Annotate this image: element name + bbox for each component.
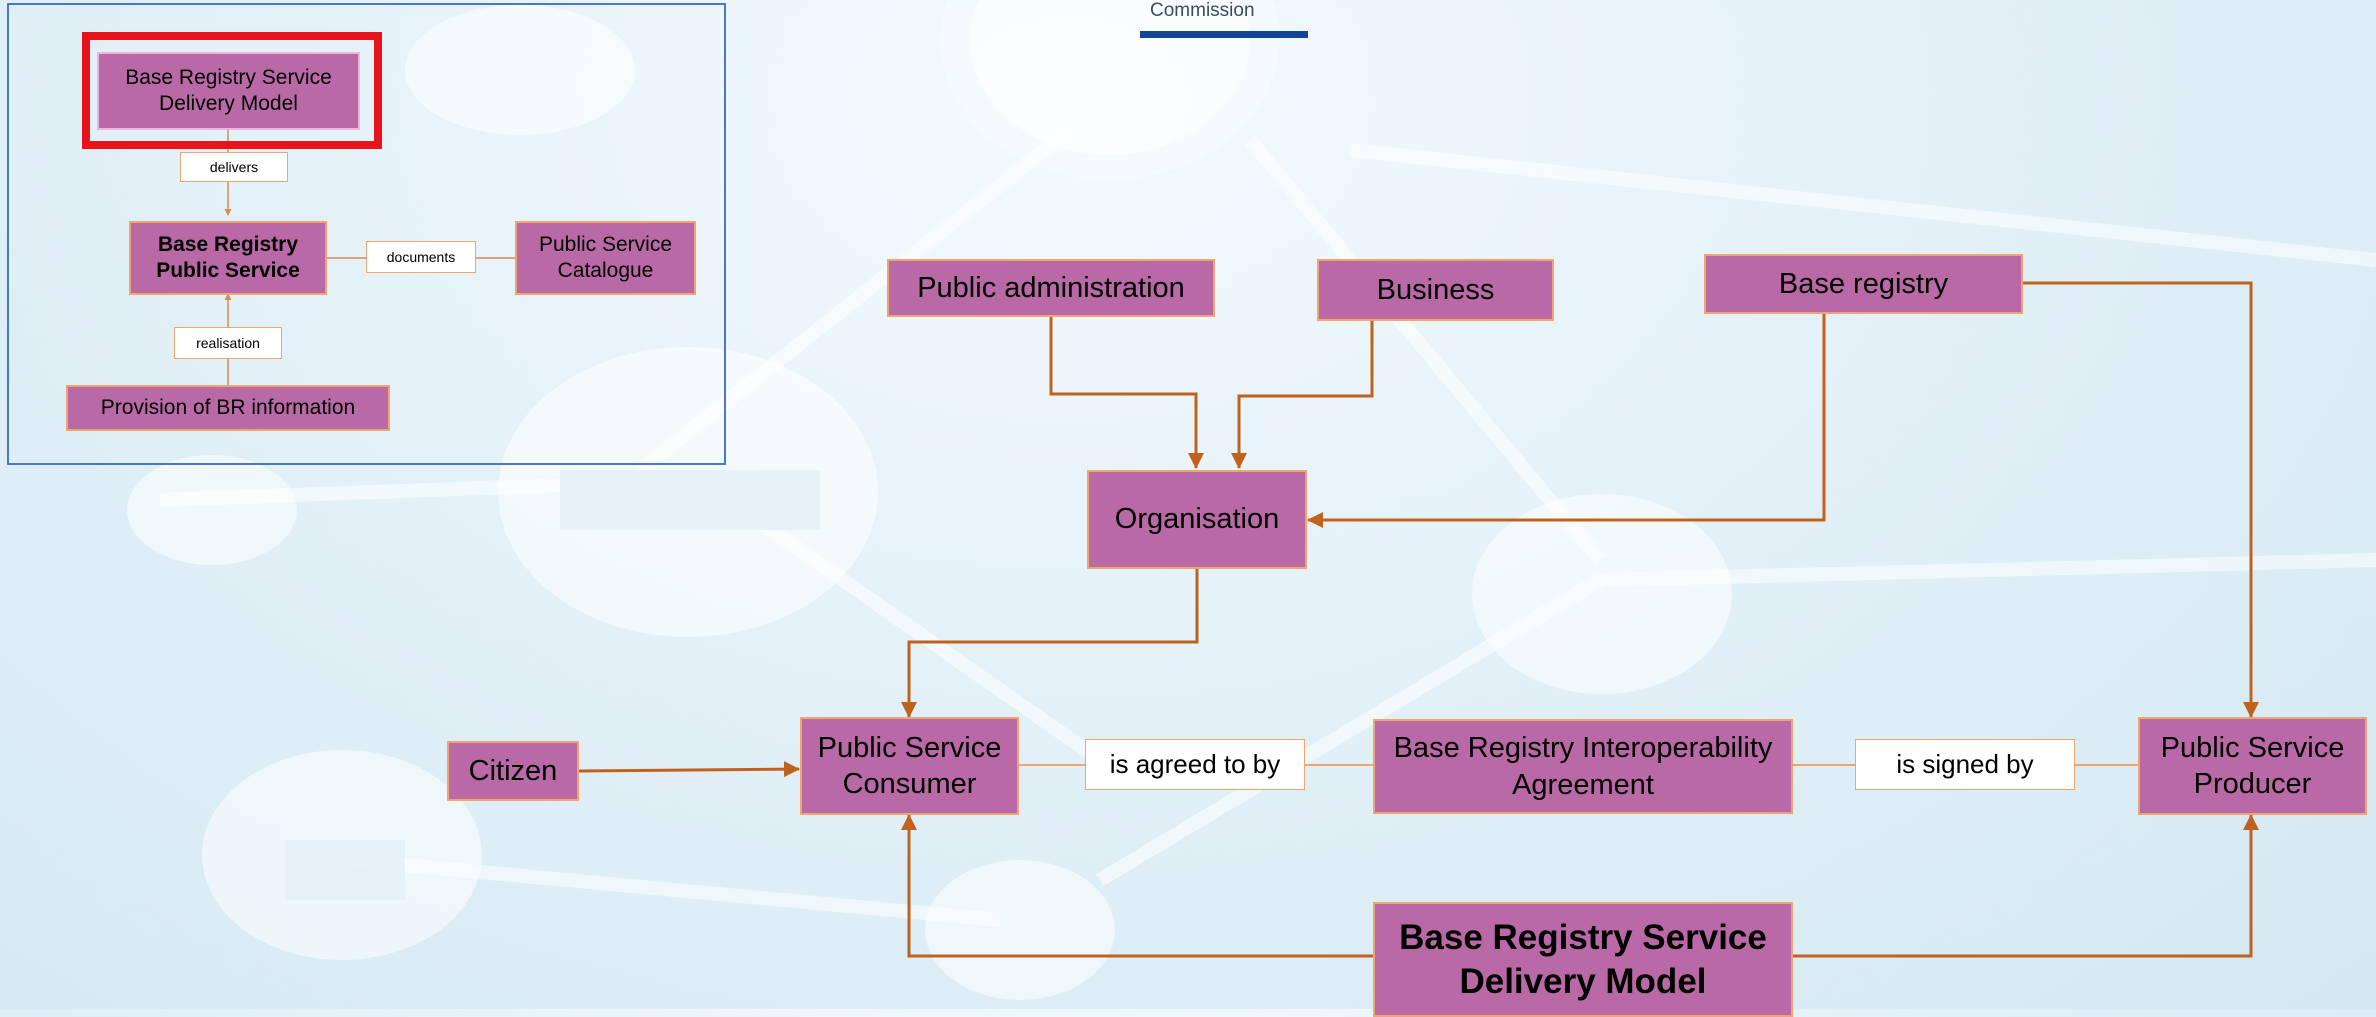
mini-node-delivery-model[interactable]: Base Registry Service Delivery Model bbox=[97, 52, 360, 130]
mini-label-realisation: realisation bbox=[174, 327, 282, 359]
minimap-frame bbox=[7, 3, 726, 465]
edge-pubadmin-org bbox=[1049, 316, 1204, 469]
edge-model-consumer bbox=[901, 814, 1373, 958]
label-agreed: is agreed to by bbox=[1085, 739, 1305, 790]
node-agreement[interactable]: Base Registry Interoperability Agreement bbox=[1373, 719, 1793, 814]
edge-model-producer bbox=[1793, 814, 2259, 958]
edge-registry-producer bbox=[2023, 281, 2259, 718]
node-citizen[interactable]: Citizen bbox=[447, 741, 579, 801]
node-consumer[interactable]: Public Service Consumer bbox=[800, 717, 1019, 815]
edge-registry-org bbox=[1307, 312, 1826, 528]
minimap-highlight bbox=[82, 32, 382, 149]
mini-node-public-service[interactable]: Base Registry Public Service bbox=[129, 221, 327, 295]
edge-citizen-consumer bbox=[577, 761, 800, 778]
edge-business-org bbox=[1231, 321, 1374, 469]
logo-bar bbox=[1140, 31, 1308, 38]
node-producer[interactable]: Public Service Producer bbox=[2138, 717, 2367, 815]
label-signed: is signed by bbox=[1855, 739, 2075, 790]
node-organisation[interactable]: Organisation bbox=[1087, 470, 1307, 569]
mini-node-catalogue[interactable]: Public Service Catalogue bbox=[515, 221, 696, 295]
node-delivery-model[interactable]: Base Registry Service Delivery Model bbox=[1373, 902, 1793, 1017]
mini-label-documents: documents bbox=[366, 241, 476, 273]
node-business[interactable]: Business bbox=[1317, 259, 1554, 321]
node-public-administration[interactable]: Public administration bbox=[887, 259, 1215, 317]
logo-text: Commission bbox=[1150, 0, 1255, 21]
node-base-registry[interactable]: Base registry bbox=[1704, 254, 2023, 314]
mini-node-provision[interactable]: Provision of BR information bbox=[66, 385, 390, 431]
edge-org-consumer bbox=[901, 568, 1199, 718]
ec-logo: Commission bbox=[1140, 0, 1308, 38]
mini-label-delivers: delivers bbox=[180, 152, 288, 182]
